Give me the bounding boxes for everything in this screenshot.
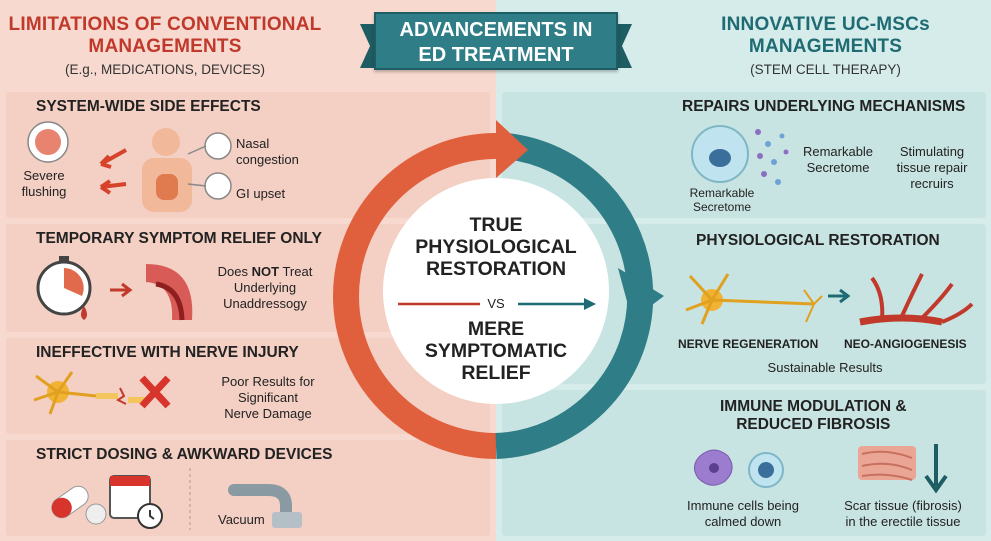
dosing-devices-illustration-icon	[51, 468, 302, 530]
panel-immune-modulation-title-line2: REDUCED FIBROSIS	[736, 416, 891, 433]
panel-dosing-devices-title: STRICT DOSING & AWKWARD DEVICES	[36, 446, 333, 463]
label-cell-secretome: Remarkable Secretome	[674, 186, 770, 214]
label-secretome: Secretome	[806, 160, 870, 175]
label-treat: Treat	[279, 264, 313, 279]
label-neo-angiogenesis: NEO-ANGIOGENESIS	[844, 337, 967, 351]
right-header-title-line1: INNOVATIVE UC-MSCs	[721, 14, 930, 35]
center-physiological: PHYSIOLOGICAL	[415, 236, 577, 258]
label-sustainable-results: Sustainable Results	[767, 360, 883, 375]
label-unaddressogy: Unaddressogy	[223, 296, 307, 311]
label-vacuum: Vacuum	[218, 512, 265, 527]
center-true-restoration: TRUE PHYSIOLOGICAL RESTORATION	[383, 214, 609, 280]
label-nerve-regeneration: NERVE REGENERATION	[678, 337, 819, 351]
label-severe-flushing: Severe flushing	[14, 168, 74, 200]
center-mere-relief: MERE SYMPTOMATIC RELIEF	[383, 318, 609, 384]
label-nasal: Nasal	[236, 136, 270, 151]
label-underlying: Underlying	[233, 280, 297, 295]
label-flushing: flushing	[21, 184, 67, 199]
banner-body: ADVANCEMENTS IN ED TREATMENT	[374, 12, 618, 70]
left-header-subtitle: (E.g., MEDICATIONS, DEVICES)	[64, 62, 266, 77]
panel-side-effects-title: SYSTEM-WIDE SIDE EFFECTS	[36, 98, 261, 115]
panel-physiological-restoration-title: PHYSIOLOGICAL RESTORATION	[696, 232, 940, 249]
label-remarkable: Remarkable	[802, 144, 874, 159]
label-stimulating: Stimulating	[899, 144, 965, 159]
panel-temporary-relief-title: TEMPORARY SYMPTOM RELIEF ONLY	[36, 230, 322, 247]
label-not-treat: Does NOT Treat Underlying Unaddressogy	[212, 264, 318, 312]
temporary-relief-illustration-icon	[36, 256, 193, 321]
right-header-title: INNOVATIVE UC-MSCs MANAGEMENTS	[660, 14, 991, 58]
center-relief: RELIEF	[461, 362, 531, 384]
center-true: TRUE	[469, 214, 523, 236]
left-header-title-line1: LIMITATIONS OF CONVENTIONAL	[8, 14, 322, 35]
right-header: INNOVATIVE UC-MSCs MANAGEMENTS (STEM CEL…	[660, 0, 991, 90]
label-poor-results: Poor Results for Significant Nerve Damag…	[210, 374, 326, 422]
panel-repairs-mechanisms: REPAIRS UNDERLYING MECHANISMS Remarkable…	[502, 92, 986, 218]
stem-cell-secretome-illustration-icon	[691, 125, 789, 185]
label-cell-secretome-word: Secretome	[692, 200, 752, 214]
nerve-injury-illustration-icon	[33, 371, 171, 415]
panel-nerve-injury-title: INEFFECTIVE WITH NERVE INJURY	[36, 344, 299, 361]
label-immune-cells-line1: Immune cells being	[687, 498, 799, 513]
center-symptomatic: SYMPTOMATIC	[424, 340, 568, 362]
label-scar-tissue-line1: Scar tissue (fibrosis)	[844, 498, 962, 513]
panel-repairs-mechanisms-title: REPAIRS UNDERLYING MECHANISMS	[682, 98, 966, 115]
label-severe: Severe	[23, 168, 65, 183]
center-restoration: RESTORATION	[425, 258, 567, 280]
label-tissue-repair: tissue repair	[896, 160, 968, 175]
side-effects-illustration-icon	[27, 121, 232, 212]
left-header: LIMITATIONS OF CONVENTIONAL MANAGEMENTS …	[0, 0, 330, 90]
banner-title-line1: ADVANCEMENTS IN	[399, 19, 593, 41]
label-poor-results-line1: Poor Results for	[221, 374, 315, 389]
panel-dosing-devices: STRICT DOSING & AWKWARD DEVICES Vacuum	[6, 440, 490, 536]
panel-immune-modulation-title-line1: IMMUNE MODULATION &	[720, 398, 907, 415]
label-scar-tissue: Scar tissue (fibrosis) in the erectile t…	[828, 498, 978, 530]
right-header-subtitle: (STEM CELL THERAPY)	[750, 62, 901, 77]
label-remarkable-secretome: Remarkable Secretome	[796, 144, 880, 176]
regeneration-illustration-icon	[685, 273, 974, 326]
left-header-title-line2: MANAGEMENTS	[88, 36, 242, 57]
left-header-title: LIMITATIONS OF CONVENTIONAL MANAGEMENTS	[0, 14, 330, 58]
immune-fibrosis-illustration-icon	[694, 444, 948, 494]
center-mere: MERE	[467, 318, 525, 340]
label-immune-cells-line2: calmed down	[704, 514, 782, 529]
panel-immune-modulation-title: IMMUNE MODULATION & REDUCED FIBROSIS	[720, 398, 907, 434]
title-banner: ADVANCEMENTS IN ED TREATMENT	[360, 6, 632, 76]
label-nerve-damage: Nerve Damage	[224, 406, 312, 421]
label-immune-cells: Immune cells being calmed down	[678, 498, 808, 530]
label-significant: Significant	[238, 390, 298, 405]
center-vs: VS	[487, 296, 505, 311]
label-scar-tissue-line2: in the erectile tissue	[845, 514, 961, 529]
label-not-treat-line1: Does NOT Treat	[212, 264, 318, 280]
label-congestion: congestion	[236, 152, 299, 167]
banner-title-line2: ED TREATMENT	[418, 44, 574, 66]
label-cell-remarkable: Remarkable	[689, 186, 755, 200]
panel-side-effects: SYSTEM-WIDE SIDE EFFECTS Severe flushing…	[6, 92, 490, 218]
label-stimulating-tissue-repair: Stimulating tissue repair recruirs	[886, 144, 978, 192]
label-nasal-congestion: Nasal congestion	[236, 136, 299, 168]
label-not: NOT	[251, 264, 280, 279]
label-recruirs: recruirs	[910, 176, 954, 191]
right-header-title-line2: MANAGEMENTS	[748, 36, 903, 57]
label-gi-upset: GI upset	[236, 186, 286, 201]
center-circle	[383, 178, 609, 404]
label-does: Does	[217, 264, 252, 279]
